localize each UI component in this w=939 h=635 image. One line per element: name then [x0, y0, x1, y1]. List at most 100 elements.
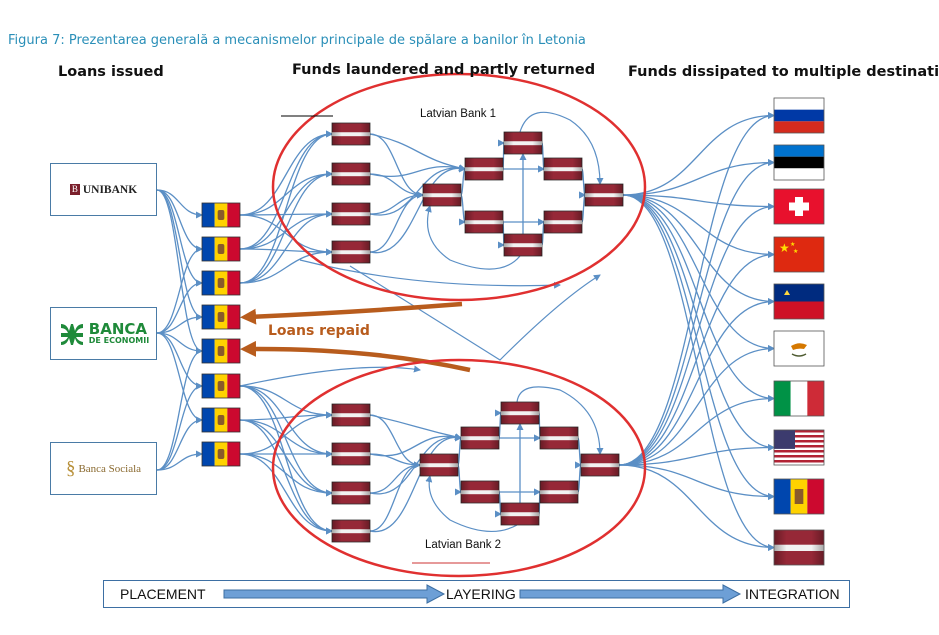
- cross-bank-arrow: [239, 365, 421, 387]
- integration-arrow: [622, 112, 775, 196]
- latvia-flag-icon: [500, 401, 540, 425]
- moldova-flag-emblem: [217, 346, 225, 356]
- moldova-flag-border: [201, 373, 241, 399]
- latvia-flag-shade: [540, 481, 578, 503]
- layering-arrow: [458, 165, 466, 196]
- us-stripe: [774, 435, 824, 438]
- moldova-flag-border: [201, 441, 241, 467]
- placement-arrow: [239, 419, 333, 497]
- latvia-flag-icon: [464, 210, 504, 234]
- latvia-flag-icon: [419, 453, 459, 477]
- integration-arrow: [622, 194, 775, 352]
- moldova-flag-emblem: [217, 278, 225, 288]
- integration-arrow: [622, 194, 775, 210]
- latvia-flag-icon: [539, 426, 579, 450]
- moldova-flag-border: [201, 202, 241, 228]
- integration-arrow: [622, 159, 775, 196]
- unibank-name: UNIBANK: [82, 183, 138, 196]
- latvia-flag-icon: [331, 442, 371, 466]
- latvia-flag-icon: [543, 210, 583, 234]
- latvia-flag-shade: [332, 482, 370, 504]
- latvia-flag-shade: [332, 203, 370, 225]
- loan-arrow: [156, 279, 203, 334]
- loan-arrow: [156, 347, 203, 471]
- moldova-flag-red: [227, 203, 240, 227]
- moldova-flag-blue: [202, 237, 215, 261]
- unibank-logo-icon: B: [69, 184, 80, 195]
- figure-caption: Figura 7: Prezentarea generală a mecanis…: [8, 33, 586, 48]
- stage-layering: LAYERING: [446, 586, 516, 602]
- integration-arrow: [618, 298, 775, 466]
- us-stripe: [774, 455, 824, 458]
- loan-arrow: [156, 189, 203, 321]
- layering-arrow: [519, 111, 604, 185]
- layering-arrow: [369, 414, 462, 441]
- placement-arrow: [239, 130, 333, 284]
- cn-red: [774, 237, 824, 272]
- moldova-flag-icon: [201, 270, 241, 296]
- loan-arrow: [156, 245, 203, 334]
- loan-arrow: [156, 332, 203, 424]
- layering-arrow: [369, 461, 421, 532]
- latvia-flag-icon: [331, 403, 371, 427]
- banca-subtitle: DE ECONOMII: [88, 336, 150, 345]
- flag-border: [773, 283, 825, 320]
- us-stripe-white: [774, 442, 824, 445]
- placement-arrow: [239, 419, 333, 535]
- latvia-flag-icon: [331, 519, 371, 543]
- ru-blue: [774, 109, 824, 122]
- cyprus-flag-icon: [773, 330, 825, 367]
- latvia-flag-shade: [581, 454, 619, 476]
- moldova-flag-emblem: [217, 381, 225, 391]
- latvian-bank-1-label: Latvian Bank 1: [420, 108, 497, 120]
- arrow-placement-to-layering: [223, 584, 446, 604]
- moldova-flag-blue: [202, 442, 215, 466]
- heading-loans-issued: Loans issued: [58, 64, 164, 80]
- moldova-flag-red: [227, 339, 240, 363]
- banca-de-economii-logo-icon: [60, 323, 83, 345]
- moldova-flag-emblem: [217, 210, 225, 220]
- banca-sociala-name: Banca Sociala: [78, 462, 142, 475]
- moldova-flag-icon: [201, 441, 241, 467]
- moldova-flag-icon: [201, 407, 241, 433]
- flag-border: [773, 429, 825, 466]
- flag-border: [773, 236, 825, 273]
- li-red: [774, 301, 824, 319]
- li-crown: [784, 290, 790, 295]
- moldova-flag-icon: [201, 236, 241, 262]
- moldova-flag-red: [227, 408, 240, 432]
- latvia-flag-shade: [332, 443, 370, 465]
- latvia-flag-shade: [544, 158, 582, 180]
- moldova-flag-icon: [201, 338, 241, 364]
- moldova-flag-emblem: [217, 415, 225, 425]
- layering-arrow: [369, 191, 424, 215]
- placement-arrow: [239, 130, 333, 250]
- latvia-flag-shade: [332, 404, 370, 426]
- moldova-flag-blue: [202, 408, 215, 432]
- usa-flag-icon: [773, 429, 825, 466]
- it-white: [790, 381, 808, 416]
- cy-island: [791, 343, 807, 350]
- liechtenstein-flag-icon: [773, 283, 825, 320]
- heading-funds-laundered: Funds laundered and partly returned: [292, 62, 596, 78]
- latvian-bank-2-label: Latvian Bank 2: [425, 539, 502, 551]
- moldova-flag-border: [201, 270, 241, 296]
- placement-arrow: [239, 248, 333, 256]
- placement-arrow: [239, 385, 333, 419]
- moldova-flag-icon: [201, 373, 241, 399]
- layering-arrow: [574, 461, 582, 493]
- placement-arrow: [239, 130, 333, 216]
- placement-arrow: [239, 385, 333, 458]
- latvia-flag-shade: [465, 158, 503, 180]
- placement-arrow: [239, 411, 333, 455]
- heading-funds-dissipated: Funds dissipated to multiple destination…: [628, 64, 939, 80]
- latvian-bank-1-ellipse: [271, 72, 647, 302]
- integration-arrow: [622, 194, 775, 500]
- integration-arrow: [622, 194, 775, 402]
- flag-border: [773, 97, 825, 134]
- latvia-flag-shade: [540, 427, 578, 449]
- moldova-flag-blue: [202, 271, 215, 295]
- moldova-flag-emblem: [217, 244, 225, 254]
- placement-arrow: [239, 210, 333, 250]
- banca-title: BANCA: [88, 320, 147, 338]
